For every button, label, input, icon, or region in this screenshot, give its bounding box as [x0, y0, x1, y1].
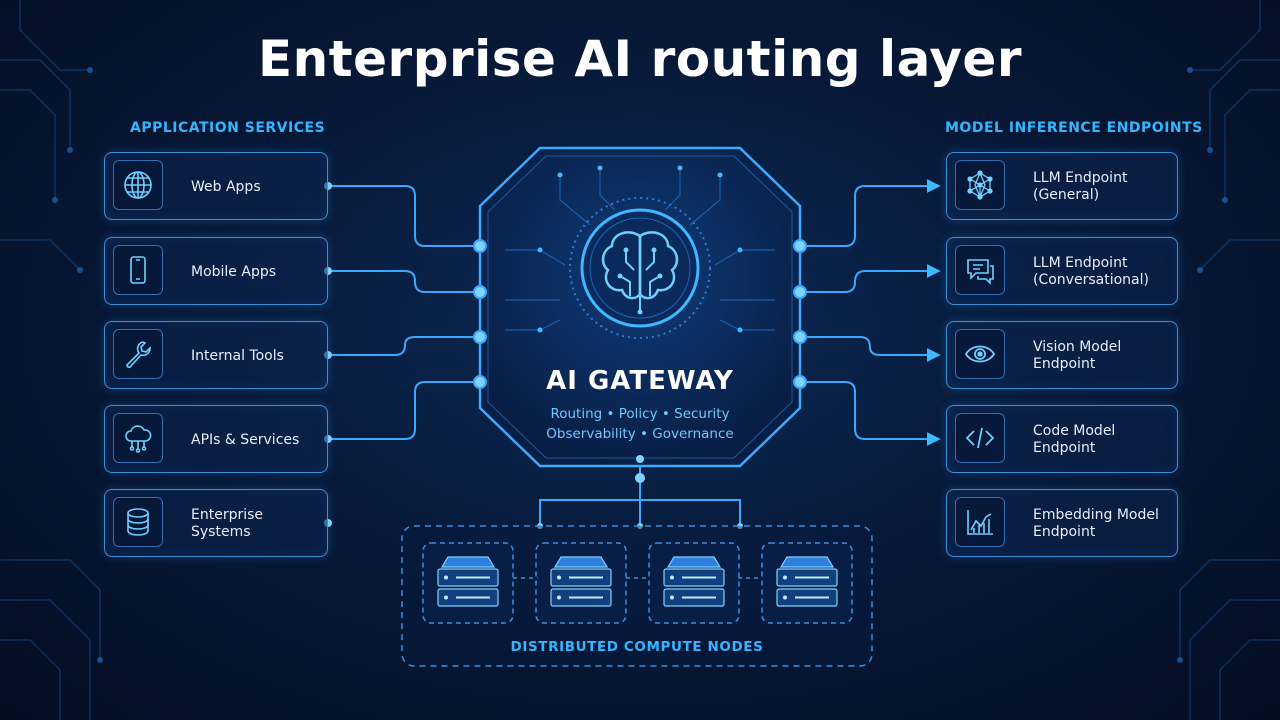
smartphone-icon	[130, 256, 146, 284]
server-icon	[776, 556, 838, 607]
card-label: Web Apps	[191, 178, 261, 195]
card-embedding-model[interactable]: Embedding Model Endpoint	[946, 489, 1178, 557]
server-icon	[663, 556, 725, 607]
wrench-icon	[126, 341, 151, 369]
card-label-line2: Endpoint	[1033, 356, 1096, 372]
chart-icon	[967, 510, 993, 535]
card-web-apps[interactable]: Web Apps	[104, 152, 328, 220]
card-label-line2: Endpoint	[1033, 440, 1096, 456]
card-label: Mobile Apps	[191, 263, 277, 280]
compute-node[interactable]	[761, 542, 853, 624]
globe-icon	[124, 171, 152, 199]
card-label-line1: Embedding Model	[1033, 507, 1159, 523]
compute-group-frame	[401, 525, 873, 667]
card-label-line1: Vision Model	[1033, 339, 1122, 355]
eye-icon	[964, 345, 996, 363]
compute-nodes-label: DISTRIBUTED COMPUTE NODES	[510, 639, 764, 655]
card-label: Internal Tools	[191, 347, 284, 364]
gateway-features-line2: Observability • Governance	[546, 426, 734, 442]
card-enterprise-systems[interactable]: Enterprise Systems	[104, 489, 328, 557]
server-icon	[437, 556, 499, 607]
card-label: APIs & Services	[191, 431, 300, 448]
chat-bubble-icon	[967, 259, 994, 285]
card-label-line2: (General)	[1033, 187, 1100, 203]
server-icon	[550, 556, 612, 607]
compute-node[interactable]	[535, 542, 627, 624]
card-code-model[interactable]: Code Model Endpoint	[946, 405, 1178, 473]
right-connectors	[800, 179, 941, 446]
card-mobile-apps[interactable]: Mobile Apps	[104, 237, 328, 305]
compute-node[interactable]	[422, 542, 514, 624]
card-llm-conversational[interactable]: LLM Endpoint (Conversational)	[946, 237, 1178, 305]
card-label-line2: (Conversational)	[1033, 272, 1149, 288]
neural-network-icon	[967, 170, 993, 200]
card-label-line2: Endpoint	[1033, 524, 1096, 540]
gateway-features-line1: Routing • Policy • Security	[550, 406, 730, 422]
brain-circuit-icon	[569, 197, 711, 339]
card-internal-tools[interactable]: Internal Tools	[104, 321, 328, 389]
cloud-network-icon	[125, 425, 152, 453]
card-vision-model[interactable]: Vision Model Endpoint	[946, 321, 1178, 389]
card-label: Enterprise Systems	[191, 507, 264, 540]
gateway-title: AI GATEWAY	[546, 366, 734, 396]
code-brackets-icon	[965, 427, 995, 449]
card-label-line1: LLM Endpoint	[1033, 255, 1128, 271]
card-llm-general[interactable]: LLM Endpoint (General)	[946, 152, 1178, 220]
gateway-chip-inner-border	[487, 155, 793, 459]
model-endpoints-header: MODEL INFERENCE ENDPOINTS	[945, 120, 1203, 136]
database-icon	[127, 508, 149, 536]
compute-node[interactable]	[648, 542, 740, 624]
card-apis-services[interactable]: APIs & Services	[104, 405, 328, 473]
left-connectors	[328, 185, 480, 440]
right-connector-dots	[793, 239, 807, 389]
card-label-line1: LLM Endpoint	[1033, 170, 1128, 186]
page-title: Enterprise AI routing layer	[257, 30, 1023, 88]
card-label-line1: Code Model	[1033, 423, 1116, 439]
application-services-header: APPLICATION SERVICES	[130, 120, 326, 136]
